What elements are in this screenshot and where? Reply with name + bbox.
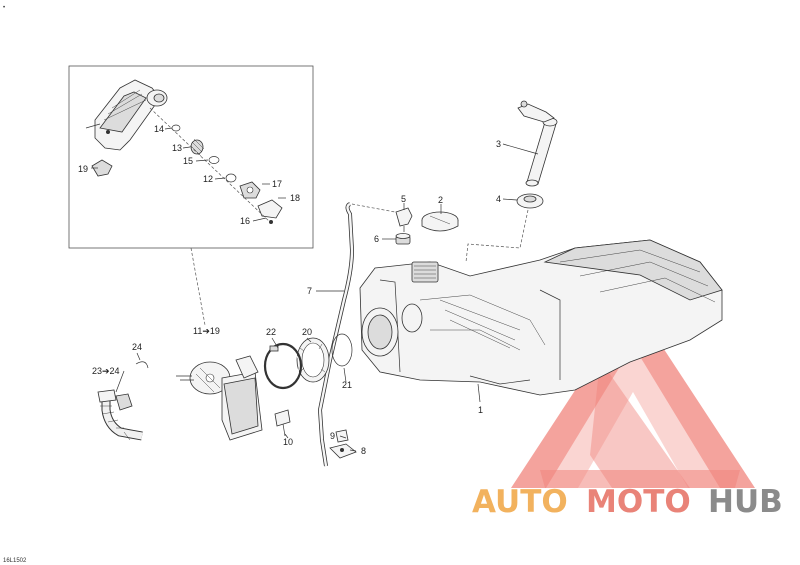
callout-2: 2 <box>438 195 443 205</box>
part-6-fitting <box>395 233 411 245</box>
callout-15: 15 <box>183 156 193 166</box>
callout-18: 18 <box>290 193 300 203</box>
reference-code: 16L1502 <box>3 558 27 564</box>
watermark-triangle-icon <box>511 302 755 488</box>
part-13-filter <box>190 138 205 157</box>
part-17-regulator <box>239 181 261 199</box>
part-1-fuel-tank <box>359 239 723 396</box>
part-3-sender-tube <box>517 100 558 187</box>
part-7-vent-hose <box>317 202 396 467</box>
part-24-clip <box>135 361 149 369</box>
callout-10: 10 <box>283 437 293 447</box>
watermark-text-auto: AUTO <box>472 484 568 520</box>
part-19-sensor <box>91 159 113 177</box>
part-15-o-ring <box>208 156 220 164</box>
callout-5: 5 <box>401 194 406 204</box>
callout-16: 16 <box>240 216 250 226</box>
part-11-19-fuel-pump <box>176 355 263 441</box>
part-12-o-ring <box>225 173 237 183</box>
callout-20: 20 <box>302 327 312 337</box>
watermark-logo: AUTO MOTO HUB <box>472 302 783 520</box>
part-4-grommet <box>516 193 544 209</box>
callout-22: 22 <box>266 327 276 337</box>
part-20-lock-ring <box>296 337 330 383</box>
part-23-24-hose-assembly <box>97 389 143 441</box>
part-2-filler-cap <box>421 211 459 232</box>
detail-link-line <box>190 247 206 326</box>
callout-17: 17 <box>272 179 282 189</box>
callout-1: 1 <box>478 405 483 415</box>
part-9-screw <box>335 429 349 443</box>
callout-12: 12 <box>203 174 213 184</box>
callout-9: 9 <box>330 431 335 441</box>
callout-13: 13 <box>172 143 182 153</box>
callout-24: 24 <box>132 342 142 352</box>
part-18-clip <box>257 199 283 219</box>
callout-19: 19 <box>78 164 88 174</box>
callout-7: 7 <box>307 286 312 296</box>
callout-6: 6 <box>374 234 379 244</box>
part-10-screw <box>274 409 291 437</box>
part-22-clamp <box>263 342 303 390</box>
detail-leader-lines <box>91 127 286 222</box>
callout-11-19: 11➔19 <box>193 326 220 336</box>
leader-lines <box>115 143 539 452</box>
pump-assembly-detail <box>85 79 168 151</box>
part-21-o-ring <box>331 333 353 367</box>
corner-mark: • <box>3 5 5 11</box>
callout-3: 3 <box>496 139 501 149</box>
watermark-text-moto: MOTO <box>586 484 691 520</box>
watermark-text-hub: HUB <box>708 484 783 520</box>
part-5-valve <box>395 207 413 232</box>
callout-14: 14 <box>154 124 164 134</box>
callout-23-24: 23➔24 <box>92 366 120 376</box>
part-8-bracket <box>329 443 357 459</box>
callout-8: 8 <box>361 446 366 456</box>
callout-4: 4 <box>496 194 501 204</box>
callout-21: 21 <box>342 380 352 390</box>
